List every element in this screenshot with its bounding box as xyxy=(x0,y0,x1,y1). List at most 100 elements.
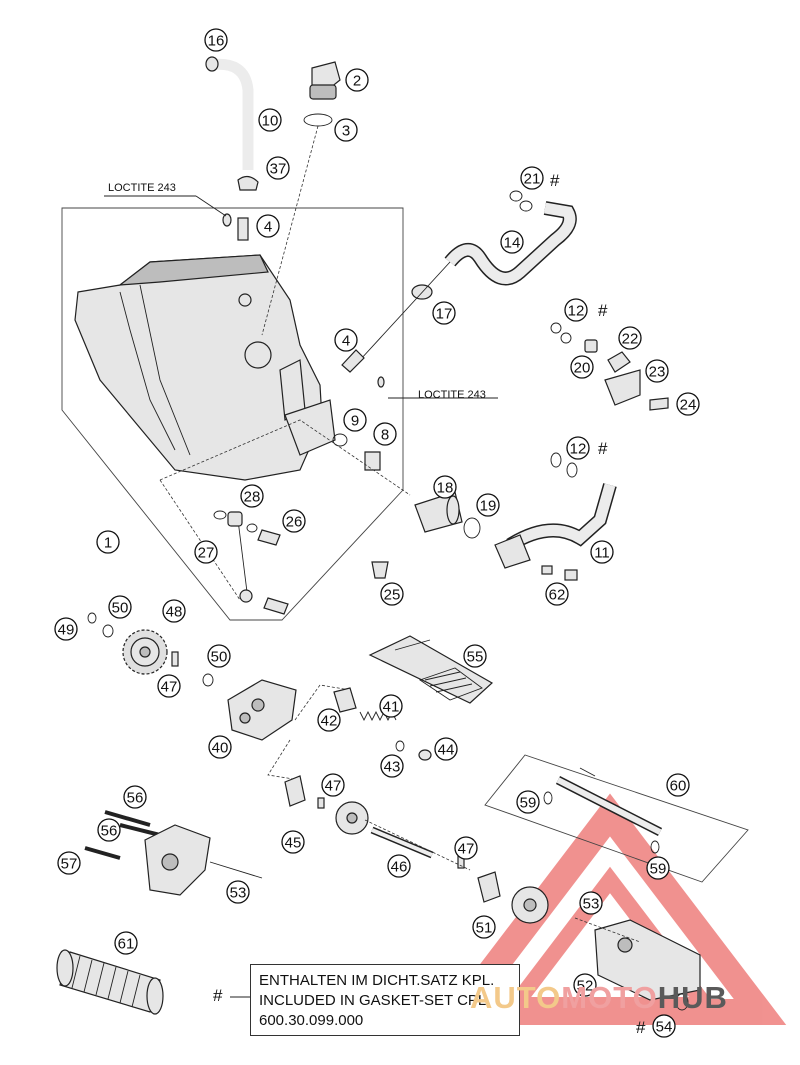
callout-circle xyxy=(618,326,642,350)
callout-circle xyxy=(652,1014,676,1038)
callout-circle xyxy=(516,790,540,814)
callout-c56b: 56 xyxy=(97,818,121,842)
callout-number: 10 xyxy=(262,113,279,130)
note-line-1: ENTHALTEN IM DICHT.SATZ KPL. xyxy=(259,972,495,989)
callout-circle xyxy=(590,540,614,564)
callout-c28: 28 xyxy=(240,484,264,508)
callout-circle xyxy=(545,582,569,606)
callout-circle xyxy=(97,818,121,842)
callout-c62: 62 xyxy=(545,582,569,606)
callout-c2: 2 xyxy=(345,68,369,92)
callout-c51: 51 xyxy=(472,915,496,939)
callout-circle xyxy=(240,484,264,508)
callout-number: 59 xyxy=(650,861,667,878)
callout-c52: 52 xyxy=(573,973,597,997)
callout-number: 52 xyxy=(577,978,594,995)
callout-number: 27 xyxy=(198,545,215,562)
callout-c46: 46 xyxy=(387,854,411,878)
callout-c56a: 56 xyxy=(123,785,147,809)
callout-c59b: 59 xyxy=(646,856,670,880)
watermark-part-2: MOTO xyxy=(561,980,658,1015)
callout-number: 1 xyxy=(104,535,112,552)
callout-circle xyxy=(334,328,358,352)
callout-number: 55 xyxy=(467,649,484,666)
callout-c54: 54 xyxy=(652,1014,676,1038)
callout-number: 21 xyxy=(524,171,541,188)
callout-c16: 16 xyxy=(204,28,228,52)
callout-circle xyxy=(256,214,280,238)
callout-number: 47 xyxy=(161,679,178,696)
callout-c17: 17 xyxy=(432,301,456,325)
callout-circle xyxy=(520,166,544,190)
callout-number: 14 xyxy=(504,235,521,252)
callout-circle xyxy=(54,617,78,641)
callout-circle xyxy=(321,773,345,797)
callout-number: 16 xyxy=(208,33,225,50)
callout-c8: 8 xyxy=(373,422,397,446)
callout-number: 19 xyxy=(480,498,497,515)
callout-circle xyxy=(281,830,305,854)
callout-circle xyxy=(573,973,597,997)
note-hash: # xyxy=(213,986,223,1005)
callout-c55: 55 xyxy=(463,644,487,668)
callout-number: 49 xyxy=(58,622,75,639)
callout-circle xyxy=(194,540,218,564)
callout-number: 56 xyxy=(127,790,144,807)
callout-circle xyxy=(646,856,670,880)
callout-circle xyxy=(666,773,690,797)
callout-circle xyxy=(676,392,700,416)
callout-c42: 42 xyxy=(317,708,341,732)
callout-circle xyxy=(380,582,404,606)
callout-circle xyxy=(564,298,588,322)
callout-circle xyxy=(373,422,397,446)
callout-circle xyxy=(162,599,186,623)
callout-c50b: 50 xyxy=(207,644,231,668)
note-line-2: INCLUDED IN GASKET-SET CPL. xyxy=(259,992,491,1009)
callout-c23: 23 xyxy=(645,359,669,383)
callout-circle xyxy=(108,595,132,619)
callout-number: 20 xyxy=(574,360,591,377)
callout-number: 43 xyxy=(384,759,401,776)
callout-number: 42 xyxy=(321,713,338,730)
hash-mark-21: # xyxy=(550,171,560,190)
callout-circle xyxy=(266,156,290,180)
watermark-logo: AUTOMOTOHUB xyxy=(470,980,728,1016)
callout-number: 56 xyxy=(101,823,118,840)
callout-c40: 40 xyxy=(208,735,232,759)
callout-number: 17 xyxy=(436,306,453,323)
callout-number: 40 xyxy=(212,740,229,757)
watermark-part-3: HUB xyxy=(657,980,728,1015)
callout-circle xyxy=(432,301,456,325)
callout-circle xyxy=(380,754,404,778)
callout-c3: 3 xyxy=(334,118,358,142)
callout-c26: 26 xyxy=(282,509,306,533)
callout-c19: 19 xyxy=(476,493,500,517)
callout-number: 23 xyxy=(649,364,666,381)
callout-circle xyxy=(334,118,358,142)
callout-circle xyxy=(343,408,367,432)
callout-c53a: 53 xyxy=(226,880,250,904)
callout-circle xyxy=(204,28,228,52)
callout-number: 47 xyxy=(458,841,475,858)
loctite-label-mid: LOCTITE 243 xyxy=(418,389,486,401)
callout-number: 50 xyxy=(112,600,129,617)
callout-circle xyxy=(472,915,496,939)
callout-number: 61 xyxy=(118,936,135,953)
callout-circle xyxy=(157,674,181,698)
callout-number: 24 xyxy=(680,397,697,414)
callout-number: 2 xyxy=(353,73,361,90)
callout-circle xyxy=(282,509,306,533)
callout-circle xyxy=(570,355,594,379)
oil-pump-gear xyxy=(122,629,168,675)
callout-number: 48 xyxy=(166,604,183,621)
callout-number: 3 xyxy=(342,123,350,140)
callout-number: 12 xyxy=(570,441,587,458)
callout-circle xyxy=(645,359,669,383)
callout-circle xyxy=(226,880,250,904)
callout-c53b: 53 xyxy=(579,891,603,915)
callout-c37: 37 xyxy=(266,156,290,180)
callout-c4a: 4 xyxy=(256,214,280,238)
callout-c20: 20 xyxy=(570,355,594,379)
callout-c49: 49 xyxy=(54,617,78,641)
callout-c47b: 47 xyxy=(321,773,345,797)
